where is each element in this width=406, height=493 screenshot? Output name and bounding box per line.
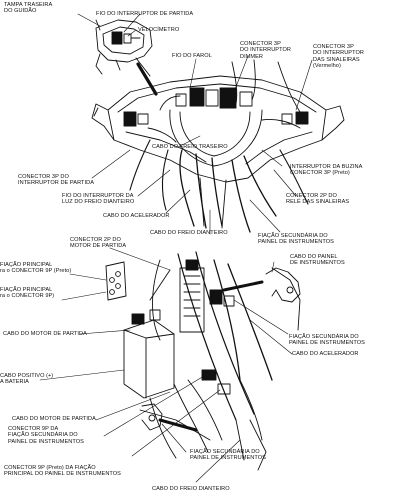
label-cabo-painel: CABO DO PAINEL DE INSTRUMENTOS [290, 254, 345, 267]
label-conector-9p-fiacao: CONECTOR 9P DA FIAÇÃO SECUNDÁRIA DO PAIN… [8, 426, 84, 445]
label-fiacao-secundaria-top: FIAÇÃO SECUNDÁRIA DO PAINEL DE INSTRUMEN… [258, 233, 334, 246]
label-fio-freio-dianteiro: FIO DO INTERRUPTOR DA LUZ DO FREIO DIANT… [62, 193, 135, 206]
label-fio-farol: FIO DO FAROL [172, 53, 212, 59]
frame-wiring [123, 251, 301, 471]
label-cabo-freio-traseiro: CABO DO FREIO TRASEIRO [152, 144, 228, 150]
label-velocimetro: VELOCÍMETRO [138, 27, 180, 33]
label-fio-interruptor-partida: FIO DO INTERRUPTOR DE PARTIDA [96, 11, 194, 17]
label-cabo-acelerador-top: CABO DO ACELERADOR [103, 213, 170, 219]
label-cabo-motor-partida-1: CABO DO MOTOR DE PARTIDA [3, 331, 87, 337]
label-cabo-freio-dianteiro-bottom: CABO DO FREIO DIANTEIRO [152, 486, 230, 492]
label-fiacao-principal-2: FIAÇÃO PRINCIPAL ra o CONECTOR 9P) [0, 287, 55, 300]
leader-lines [39, 13, 313, 483]
handlebar-cover-inset [95, 19, 153, 77]
label-cabo-motor-partida-2: CABO DO MOTOR DE PARTIDA [12, 416, 96, 422]
clip-inset-bottom [141, 403, 163, 431]
label-cabo-acelerador-bottom: CABO DO ACELERADOR [292, 351, 359, 357]
label-conector-3p-dimmer: CONECTOR 3P DO INTERRUPTOR DIMMER [240, 41, 291, 60]
label-conector-3p-sinaleiras: CONECTOR 3P DO INTERRUPTOR DAS SINALEIRA… [313, 44, 364, 70]
label-conector-9p-preto: CONECTOR 9P (Preto) DA FIAÇÃO PRINCIPAL … [4, 465, 121, 478]
label-tampa-traseira: TAMPA TRASEIRA DO GUIDÃO [4, 2, 53, 15]
label-interruptor-buzina: INTERRUPTOR DA BUZINA CONECTOR 3P (Preto… [290, 164, 363, 177]
label-fiacao-principal-1: FIAÇÃO PRINCIPAL ra o CONECTOR 9P (Preto… [0, 262, 72, 275]
label-cabo-freio-dianteiro-top: CABO DO FREIO DIANTEIRO [150, 230, 228, 236]
label-conector-2p-motor: CONECTOR 2P DO MOTOR DE PARTIDA [70, 237, 127, 250]
connector-inset-left [105, 261, 127, 301]
label-conector-2p-rele: CONECTOR 2P DO RELÉ DAS SINALEIRAS [286, 193, 350, 206]
cable-clip-inset-right [265, 267, 301, 303]
label-conector-3p-partida: CONECTOR 3P DO INTERRUPTOR DE PARTIDA [18, 174, 95, 187]
label-cabo-positivo: CABO POSITIVO (+) A BATERIA [0, 373, 54, 386]
handlebar-housing [91, 59, 345, 233]
label-fiacao-secundaria-mid: FIAÇÃO SECUNDÁRIA DO PAINEL DE INSTRUMEN… [289, 334, 365, 347]
label-fiacao-secundaria-bottom: FIAÇÃO SECUNDÁRIA DO PAINEL DE INSTRUMEN… [190, 449, 266, 462]
